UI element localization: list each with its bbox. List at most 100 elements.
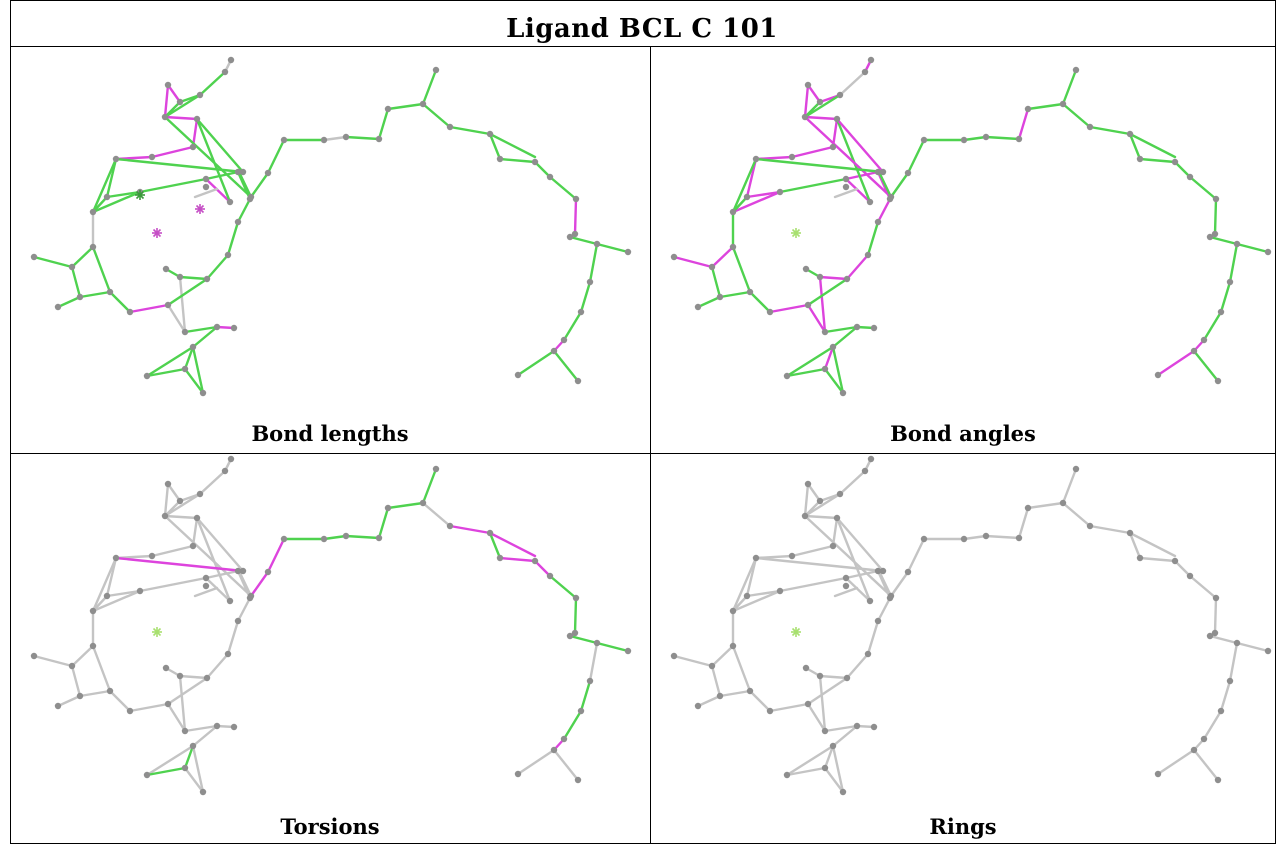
bond-grey [78,689,112,698]
bond-grey [1208,634,1239,645]
atom [839,788,847,796]
bond-grey [1138,556,1177,563]
bond-green [91,245,112,294]
atom [202,582,210,590]
atom [1264,647,1272,655]
bond-green [91,195,109,214]
bond-magenta [249,570,270,598]
atom [879,168,887,176]
atom [1233,639,1241,647]
bond-magenta [448,524,492,535]
atom [593,639,601,647]
atom [821,727,829,735]
bond-grey [91,589,142,613]
bond-green [562,709,583,741]
bond-green [1088,125,1132,136]
atom [176,98,184,106]
bond-green [204,170,240,181]
bond-angles-molecule [670,56,1272,397]
atom [829,343,837,351]
atom [148,153,156,161]
atom [181,365,189,373]
bond-grey [145,744,195,777]
bond-green [226,220,240,257]
atom [264,568,272,576]
bond-green [377,107,390,141]
atom [874,617,882,625]
atom [1086,123,1094,131]
bond-grey [204,576,232,603]
atom [224,650,232,658]
atom [162,265,170,273]
bond-green [778,177,848,194]
atom [224,251,232,259]
bond-green [823,367,845,395]
atom [213,722,221,730]
atom [112,155,120,163]
bond-green [191,325,219,349]
atom [1214,377,1222,385]
bond-green [889,171,910,199]
bond-group [32,58,630,395]
bond-green [322,534,348,541]
atom [783,771,791,779]
bond-green [183,345,195,371]
atom [776,188,784,196]
bond-green [718,290,752,299]
atom [234,567,242,575]
atom [960,136,968,144]
bond-grey [803,482,810,518]
atom [829,742,837,750]
bond-grey [844,576,872,603]
atom [743,193,751,201]
atom [788,552,796,560]
bond-grey [183,724,219,733]
atom [234,168,242,176]
atom [189,343,197,351]
bond-grey [1061,501,1092,528]
bond-magenta [266,537,286,574]
atom [1136,554,1144,562]
bond-green [238,172,253,199]
bond-green [1202,310,1223,342]
atom [202,183,210,191]
atom [766,707,774,715]
bond-grey [195,516,245,573]
atom [189,542,197,550]
figure-title: Ligand BCL C 101 [506,14,778,44]
bond-grey [803,492,842,518]
bond-grey [866,619,880,656]
atom [176,672,184,680]
atom [164,301,172,309]
atom [821,328,829,336]
atom [560,336,568,344]
bond-grey [163,514,253,598]
atom [960,535,968,543]
atom [196,490,204,498]
bond-green [548,574,578,600]
atom [546,572,554,580]
bond-grey [193,586,219,598]
bond-grey [1213,596,1218,635]
atom [247,193,255,201]
bond-green [166,277,209,307]
atom [54,702,62,710]
bond-green [145,345,195,378]
atom [572,195,580,203]
bond-green [1173,160,1192,179]
bond-magenta [163,83,170,119]
bond-grey [785,766,827,777]
atom [136,587,144,595]
bond-grey [710,664,722,698]
atom [829,542,837,550]
atom [577,707,585,715]
bond-magenta [710,245,735,269]
bond-grey [1017,506,1030,540]
bond-grey [731,594,749,613]
atom [864,251,872,259]
atom [586,278,594,286]
bond-green [178,275,209,281]
bond-green [138,177,208,194]
atom [694,702,702,710]
atom [126,308,134,316]
